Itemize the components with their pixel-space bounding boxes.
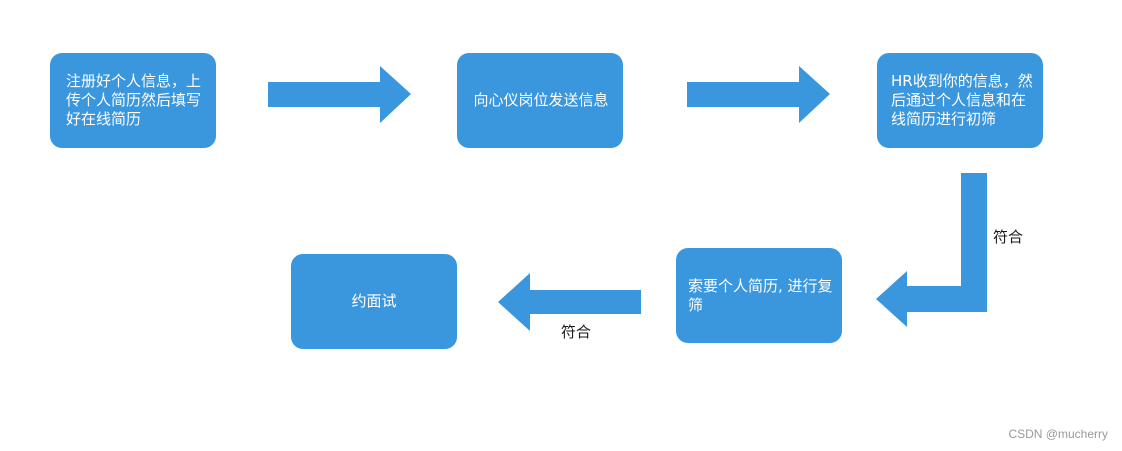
step-hr-screening-text: HR收到你的信息，然后通过个人信息和在线简历进行初筛 [891, 72, 1033, 128]
edge-label-hr-to-request: 符合 [993, 228, 1024, 246]
step-request-resume-text: 索要个人简历, 进行复筛 [688, 276, 833, 314]
arrow-send-to-hr [687, 66, 830, 123]
arrow-register-to-send [268, 66, 411, 123]
step-hr-screening: HR收到你的信息，然后通过个人信息和在线简历进行初筛 [877, 53, 1043, 148]
arrow-hr-to-request [876, 173, 987, 327]
step-register-text: 注册好个人信息，上传个人简历然后填写好在线简历 [66, 72, 202, 128]
step-interview-text: 约面试 [351, 292, 397, 310]
step-interview: 约面试 [291, 254, 457, 349]
step-request-resume: 索要个人简历, 进行复筛 [676, 248, 842, 343]
step-send-info: 向心仪岗位发送信息 [457, 53, 623, 148]
edge-label-request-to-interview: 符合 [561, 323, 592, 341]
step-register: 注册好个人信息，上传个人简历然后填写好在线简历 [50, 53, 216, 148]
watermark: CSDN @mucherry [1008, 427, 1108, 441]
step-send-info-text: 向心仪岗位发送信息 [473, 91, 609, 109]
arrow-request-to-interview [498, 273, 641, 331]
